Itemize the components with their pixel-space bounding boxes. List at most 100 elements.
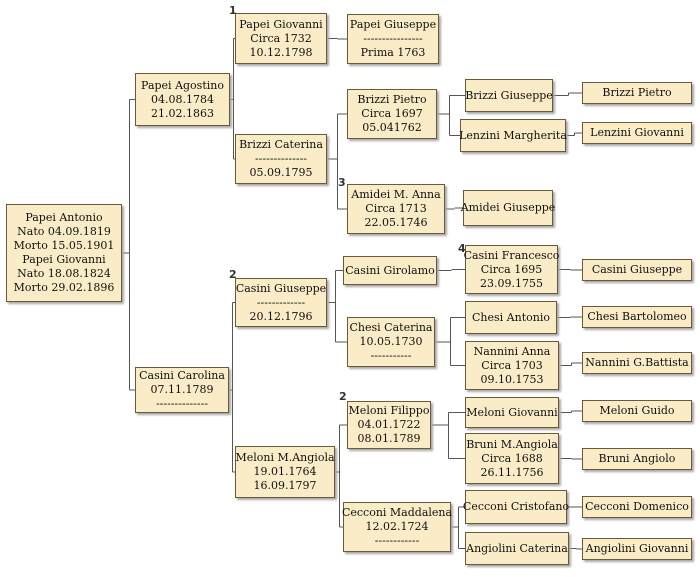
detail-line: 05.09.1795 (249, 166, 313, 179)
name-line: Brizzi Giuseppe (465, 88, 553, 102)
detail-line: 05.041762 (362, 121, 422, 134)
person-casini-giuseppe: Casini Giuseppe ------------- 20.12.1796 (235, 278, 327, 327)
detail-line: Morto 29.02.1896 (13, 281, 115, 294)
person-papei-agostino: Papei Agostino 04.08.1784 21.02.1863 (135, 73, 230, 126)
detail-line: 21.02.1863 (151, 106, 214, 120)
person-papei-giuseppe: Papei Giuseppe ---------------- Prima 17… (347, 14, 439, 64)
name-line: Lenzini Giovanni (590, 126, 684, 139)
detail-line: 07.11.1789 (150, 383, 214, 396)
detail-line: Circa 1695 (480, 262, 543, 276)
name-line: Brizzi Caterina (239, 138, 323, 151)
person-chesi-bartolomeo: Chesi Bartolomeo (582, 306, 692, 328)
detail-line: Circa 1703 (481, 358, 543, 372)
name-line: Amidei M. Anna (351, 188, 441, 201)
person-lenzini-giovanni: Lenzini Giovanni (582, 122, 692, 144)
name-line: Casini Giuseppe (591, 263, 683, 276)
person-casini-francesco: Casini Francesco Circa 1695 23.09.1755 (463, 245, 560, 294)
detail-line: 10.12.1798 (249, 45, 313, 59)
detail-line: 22.05.1746 (364, 216, 428, 229)
name-line: Chesi Bartolomeo (587, 310, 687, 323)
person-angiolini-caterina: Angiolini Caterina (465, 532, 569, 565)
generation-marker: 2 (229, 268, 237, 281)
person-casini-girolamo: Casini Girolamo (343, 256, 437, 285)
person-meloni-filippo: Meloni Filippo 04.01.1722 08.01.1789 (347, 401, 431, 449)
name-line: Amidei Giuseppe (460, 201, 556, 214)
detail-line: 08.01.1789 (357, 432, 421, 445)
name-line: Meloni Giovanni (466, 405, 558, 419)
person-amidei-m-anna: Amidei M. Anna Circa 1713 22.05.1746 (347, 184, 445, 234)
detail-line: Morto 15.05.1901 (13, 239, 115, 252)
detail-line: Papei Giovanni (22, 253, 106, 266)
name-line: Bruni Angiolo (598, 452, 676, 465)
generation-marker: 2 (339, 390, 347, 403)
detail-line: 12.02.1724 (365, 520, 429, 533)
name-line: Brizzi Pietro (357, 93, 427, 106)
name-line: Bruni M.Angiola (466, 437, 558, 451)
person-chesi-caterina: Chesi Caterina 10.05.1730 ----------- (347, 317, 435, 367)
detail-line: 23.09.1755 (480, 276, 543, 290)
person-brizzi-pietro-1697: Brizzi Pietro Circa 1697 05.041762 (347, 89, 437, 139)
detail-line: 19.01.1764 (253, 465, 317, 478)
name-line: Lenzini Margherita (459, 128, 567, 142)
detail-line: 16.09.1797 (253, 479, 317, 492)
person-brizzi-pietro: Brizzi Pietro (582, 82, 692, 104)
name-line: Meloni Guido (599, 404, 675, 417)
detail-line: Circa 1697 (361, 107, 423, 120)
person-nannini-gbattista: Nannini G.Battista (582, 352, 692, 374)
person-brizzi-giuseppe: Brizzi Giuseppe (465, 79, 553, 112)
detail-line: Prima 1763 (360, 46, 426, 59)
generation-marker: 3 (338, 176, 346, 189)
person-cecconi-domenico: Cecconi Domenico (582, 496, 692, 518)
person-casini-carolina: Casini Carolina 07.11.1789 -------------… (135, 367, 229, 413)
name-line: Casini Carolina (139, 369, 225, 382)
detail-line: 04.08.1784 (151, 92, 214, 106)
name-line: Nannini G.Battista (585, 356, 689, 369)
name-line: Casini Giuseppe (235, 281, 327, 295)
person-papei-antonio: Papei Antonio Nato 04.09.1819 Morto 15.0… (6, 204, 122, 302)
name-line: Brizzi Pietro (602, 86, 672, 99)
name-line: Angiolini Caterina (466, 541, 568, 555)
person-papei-giovanni-1732: Papei Giovanni Circa 1732 10.12.1798 (235, 13, 327, 64)
detail-line: 20.12.1796 (249, 309, 313, 323)
detail-line: Nato 18.08.1824 (17, 267, 111, 280)
name-line: Chesi Caterina (349, 321, 433, 334)
detail-line: 10.05.1730 (359, 335, 423, 348)
detail-line: Circa 1732 (250, 31, 312, 45)
detail-line: 04.01.1722 (357, 418, 421, 431)
name-line: Meloni Filippo (348, 404, 430, 417)
detail-line: ------------- (256, 295, 306, 309)
person-bruni-mangiola: Bruni M.Angiola Circa 1688 26.11.1756 (465, 433, 559, 484)
detail-line: ---------------- (363, 32, 423, 45)
detail-line: 09.10.1753 (480, 372, 544, 386)
person-meloni-guido: Meloni Guido (582, 400, 692, 422)
name-line: Chesi Antonio (472, 310, 550, 324)
name-line: Cecconi Domenico (585, 500, 689, 513)
detail-line: Circa 1713 (365, 202, 427, 215)
person-meloni-giovanni: Meloni Giovanni (465, 397, 559, 428)
person-nannini-anna: Nannini Anna Circa 1703 09.10.1753 (465, 341, 559, 390)
detail-line: 26.11.1756 (480, 465, 544, 479)
name-line: Papei Agostino (141, 78, 224, 92)
detail-line: ----------- (370, 349, 412, 362)
detail-line: -------------- (254, 152, 308, 165)
person-lenzini-margherita: Lenzini Margherita (459, 119, 567, 152)
name-line: Cecconi Maddalena (341, 506, 453, 519)
person-casini-giuseppe-gen6: Casini Giuseppe (582, 259, 692, 281)
person-brizzi-caterina: Brizzi Caterina -------------- 05.09.179… (235, 134, 327, 184)
person-cecconi-maddalena: Cecconi Maddalena 12.02.1724 -----------… (341, 502, 453, 552)
name-line: Cecconi Cristofano (462, 500, 570, 513)
person-chesi-antonio: Chesi Antonio (465, 301, 557, 334)
detail-line: Nato 04.09.1819 (17, 225, 111, 238)
person-meloni-mangiola: Meloni M.Angiola 19.01.1764 16.09.1797 (235, 446, 335, 498)
name-line: Nannini Anna (473, 344, 551, 358)
person-amidei-giuseppe: Amidei Giuseppe (460, 190, 556, 226)
name-line: Angiolini Giovanni (585, 542, 689, 555)
name-line: Casini Francesco (463, 248, 560, 262)
name-line: Papei Giuseppe (349, 18, 437, 31)
name-line: Casini Girolamo (345, 263, 435, 277)
generation-marker: 1 (229, 4, 237, 17)
detail-line: ------------ (374, 534, 420, 547)
name-line: Papei Antonio (25, 211, 103, 224)
